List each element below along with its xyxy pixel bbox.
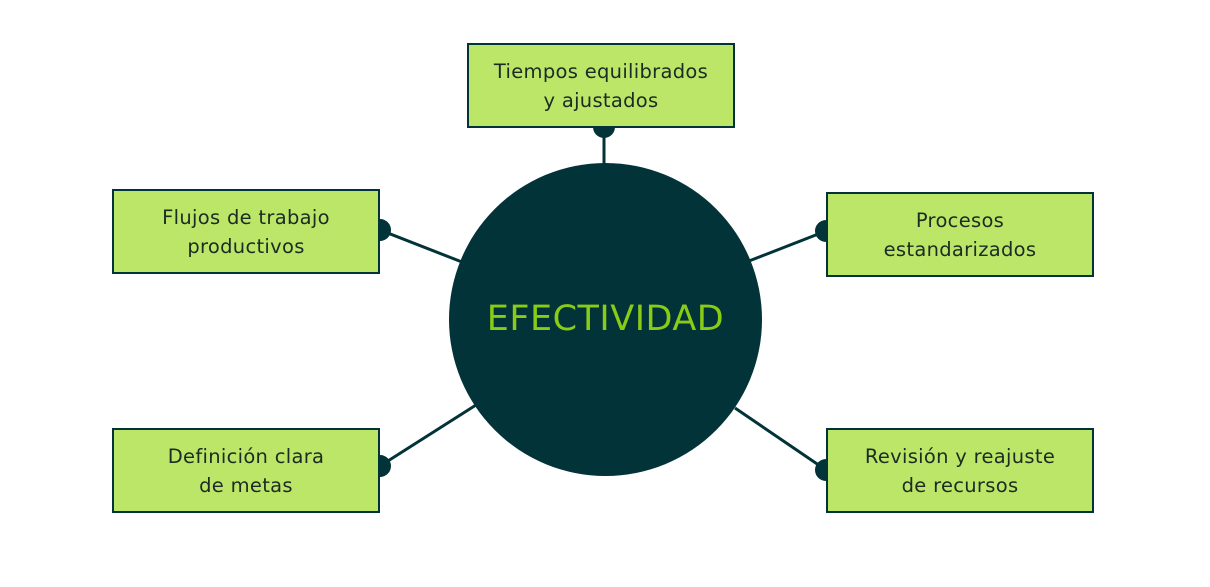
node-label-line: y ajustados bbox=[543, 88, 659, 112]
node-label-line: Procesos bbox=[915, 208, 1005, 232]
node-label-line: de recursos bbox=[901, 473, 1019, 497]
node-tiempos-equilibrados: Tiempos equilibrados y ajustados bbox=[467, 43, 735, 128]
node-label-line: Definición clara bbox=[167, 444, 325, 468]
center-title: EFECTIVIDAD bbox=[486, 299, 725, 339]
node-label-line: estandarizados bbox=[883, 237, 1037, 261]
connector-bottom-left bbox=[379, 403, 477, 468]
connector-top-right bbox=[748, 229, 827, 263]
connector-bottom-right bbox=[734, 406, 827, 472]
center-node: EFECTIVIDAD bbox=[449, 163, 762, 476]
node-definicion-de-metas: Definición clara de metas bbox=[112, 428, 380, 513]
node-label-line: Revisión y reajuste bbox=[864, 444, 1056, 468]
node-flujos-de-trabajo: Flujos de trabajo productivos bbox=[112, 189, 380, 274]
node-label-line: productivos bbox=[187, 234, 305, 258]
node-label-line: Tiempos equilibrados bbox=[493, 59, 709, 83]
node-label-line: Flujos de trabajo bbox=[162, 205, 330, 229]
node-label-line: de metas bbox=[199, 473, 293, 497]
node-revision-de-recursos: Revisión y reajuste de recursos bbox=[826, 428, 1094, 513]
connector-top-left bbox=[379, 228, 463, 264]
node-procesos-estandarizados: Procesos estandarizados bbox=[826, 192, 1094, 277]
